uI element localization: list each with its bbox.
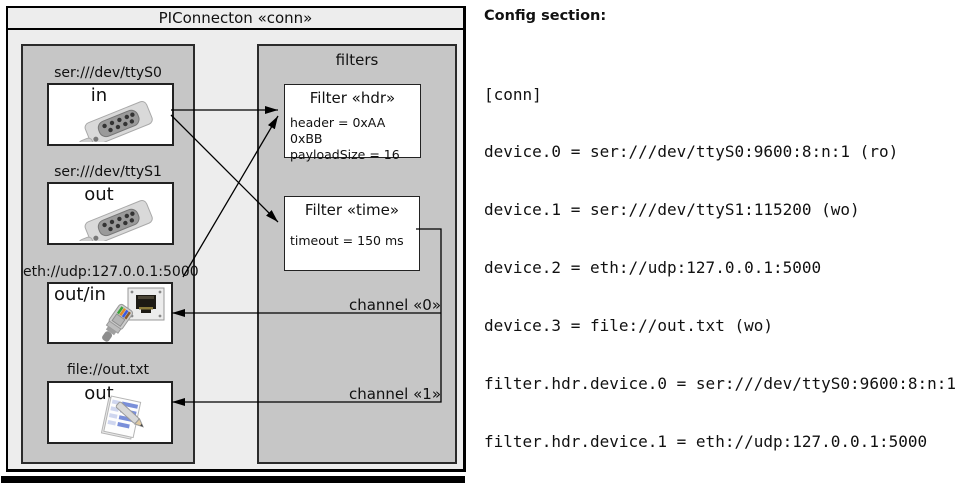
filter-attr: payloadSize = 16 [290,147,400,162]
filter-attr: timeout = 150 ms [290,233,404,248]
device-box-file: out [47,381,173,444]
config-line: filter.hdr.device.1 = eth://udp:127.0.0.… [484,431,928,451]
filter-title: Filter «time» [304,201,400,219]
config-line: device.1 = ser:///dev/ttyS1:115200 (wo) [484,200,860,220]
filters-panel-title: filters [335,51,379,69]
filter-title: Filter «hdr» [309,89,396,107]
device-box-eth: out/in [47,282,173,344]
config-listing: [conn] device.0 = ser:///dev/ttyS0:9600:… [484,46,964,484]
filter-attr: header = 0xAA 0xBB [290,115,386,146]
channel-1-label: channel «1» [348,385,441,403]
ethernet-cable-image [102,303,134,342]
config-line: device.2 = eth://udp:127.0.0.1:5000 [484,258,822,278]
config-heading: Config section: [484,8,607,24]
device-box-ttys1: out [47,182,174,245]
devices-panel: ser:///dev/ttyS0 in ser:///dev/ttyS1 o [21,44,199,464]
config-line: device.0 = ser:///dev/ttyS0:9600:8:n:1 (… [484,142,899,162]
device-direction: out [84,383,114,404]
diagram-title: PIConnecton «conn» [8,8,463,30]
device-label-ttys0: ser:///dev/ttyS0 [54,65,162,81]
serial-connector-image [78,101,153,142]
config-line: [conn] [484,84,542,104]
device-label-ttys1: ser:///dev/ttyS1 [54,164,162,180]
channel-0-label: channel «0» [348,296,441,314]
device-direction: out [84,184,114,205]
notepad-icon [100,395,144,440]
device-direction: in [90,85,108,106]
config-line: filter.hdr.device.0 = ser:///dev/ttyS0:9… [484,374,957,394]
piconnecton-box: PIConnecton «conn» ser:///dev/ttyS0 in [6,6,466,472]
config-section: Config section: [conn] device.0 = ser://… [484,8,956,451]
device-direction: out/in [54,284,106,305]
ethernet-jack-icon [127,287,165,321]
filter-box-time: Filter «time» timeout = 150 ms [284,196,420,271]
config-line: device.3 = file://out.txt (wo) [484,316,773,336]
filter-box-hdr: Filter «hdr» header = 0xAA 0xBB payloadS… [284,84,421,162]
device-label-eth: eth://udp:127.0.0.1:5000 [23,264,199,280]
filters-panel: filters Filter «hdr» header = 0xAA 0xBB … [257,44,457,464]
device-label-file: file://out.txt [66,362,150,378]
box-shadow-bar [1,476,465,483]
serial-connector-image [78,200,153,241]
device-box-ttys0: in [47,83,174,146]
